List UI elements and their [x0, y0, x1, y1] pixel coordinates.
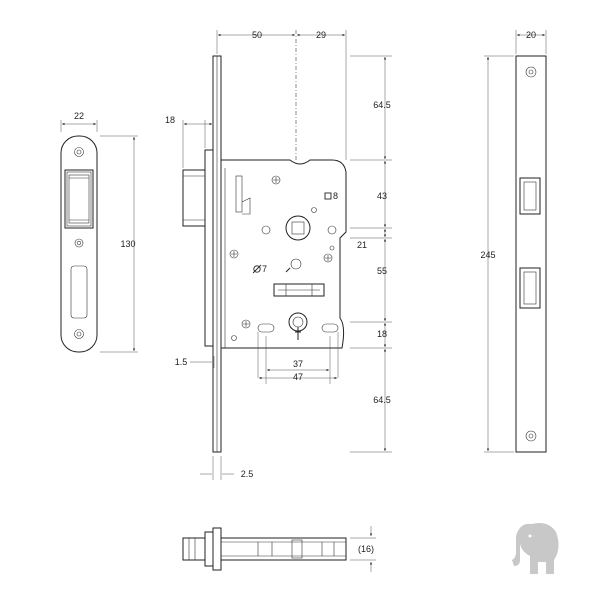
top-to-follower-label: 64.5 — [373, 100, 391, 110]
strike-width-label: 22 — [74, 111, 84, 121]
strike-height-label: 130 — [120, 239, 135, 249]
follower-to-lever-label: 43 — [377, 191, 387, 201]
cylinder-to-bottom-label: 64.5 — [373, 395, 391, 405]
strike-plate — [60, 135, 98, 353]
hole-diameter-label: 7 — [262, 264, 267, 274]
faceplate-length-label: 245 — [480, 250, 495, 260]
lock-body — [182, 30, 347, 453]
square-size-label: 8 — [333, 191, 338, 201]
case-thickness-label: (16) — [358, 544, 374, 554]
main-dimensions — [182, 33, 392, 480]
lever-offset-label: 21 — [357, 240, 367, 250]
backset-label: 50 — [252, 30, 262, 40]
elephant-logo-icon — [512, 523, 559, 574]
mount-spacing-outer-label: 47 — [293, 372, 303, 382]
follower-to-cylinder-label: 55 — [377, 266, 387, 276]
cylinder-offset-label: 18 — [377, 329, 387, 339]
case-right-label: 29 — [316, 30, 326, 40]
faceplate-side-view — [484, 30, 547, 453]
diameter-icon — [252, 264, 262, 274]
strike-dimensions — [60, 120, 138, 353]
mount-spacing-inner-label: 37 — [293, 359, 303, 369]
latch-offset-label: 18 — [165, 115, 175, 125]
faceplate-width-label: 20 — [526, 30, 536, 40]
faceplate-thickness-label: 1.5 — [175, 357, 188, 367]
lock-top-view — [182, 526, 376, 572]
square-icon — [324, 192, 332, 200]
faceplate-extra-label: 2.5 — [241, 469, 254, 479]
